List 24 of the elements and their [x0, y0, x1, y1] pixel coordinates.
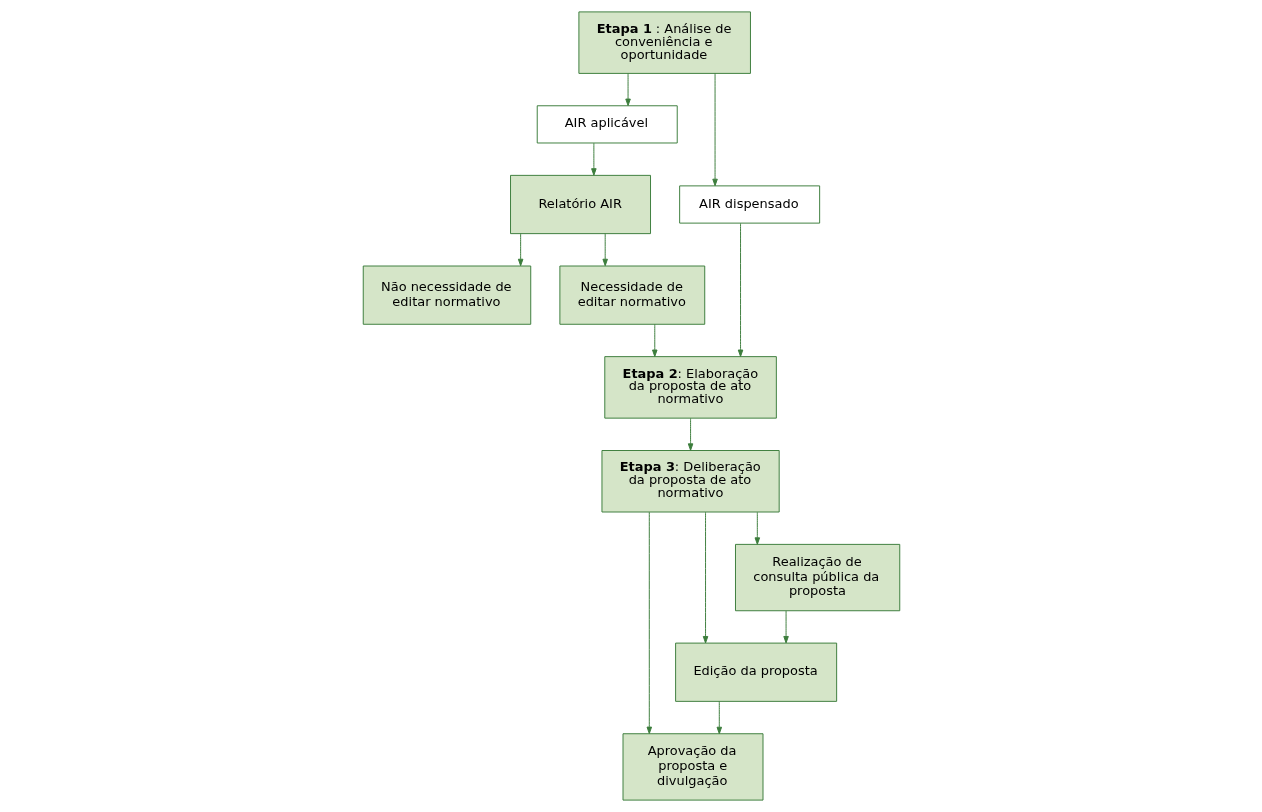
arrow — [782, 610, 789, 644]
node-box: AIR dispensado — [678, 185, 820, 224]
arrow — [687, 417, 693, 451]
arrow — [754, 511, 760, 545]
node-box: Etapa 2: Elaboração da proposta de ato normativo — [603, 356, 777, 419]
node-box: Aprovação da proposta e divulgação — [622, 733, 763, 801]
node-box: Relatório AIR — [509, 174, 651, 235]
arrow — [601, 233, 608, 267]
node-box: Necessidade de editar normativo — [558, 265, 705, 325]
node-box: Edição da proposta — [674, 642, 837, 702]
arrow — [646, 511, 652, 735]
node-box: Etapa 1 : Análise de conveniência e oportunidade — [577, 11, 751, 74]
arrow — [711, 73, 718, 187]
arrow — [702, 511, 708, 644]
arrow — [590, 142, 597, 176]
arrow — [651, 323, 657, 357]
node-box: Realização de consulta pública da proposta — [734, 543, 900, 612]
arrow — [737, 222, 743, 357]
node-box: Não necessidade de editar normativo — [362, 265, 531, 325]
arrow — [517, 233, 523, 267]
node-box: AIR aplicável — [536, 105, 678, 144]
node-box: Etapa 3: Deliberação da proposta de ato normativo — [600, 450, 780, 513]
arrow — [716, 700, 722, 735]
arrow — [624, 73, 631, 107]
